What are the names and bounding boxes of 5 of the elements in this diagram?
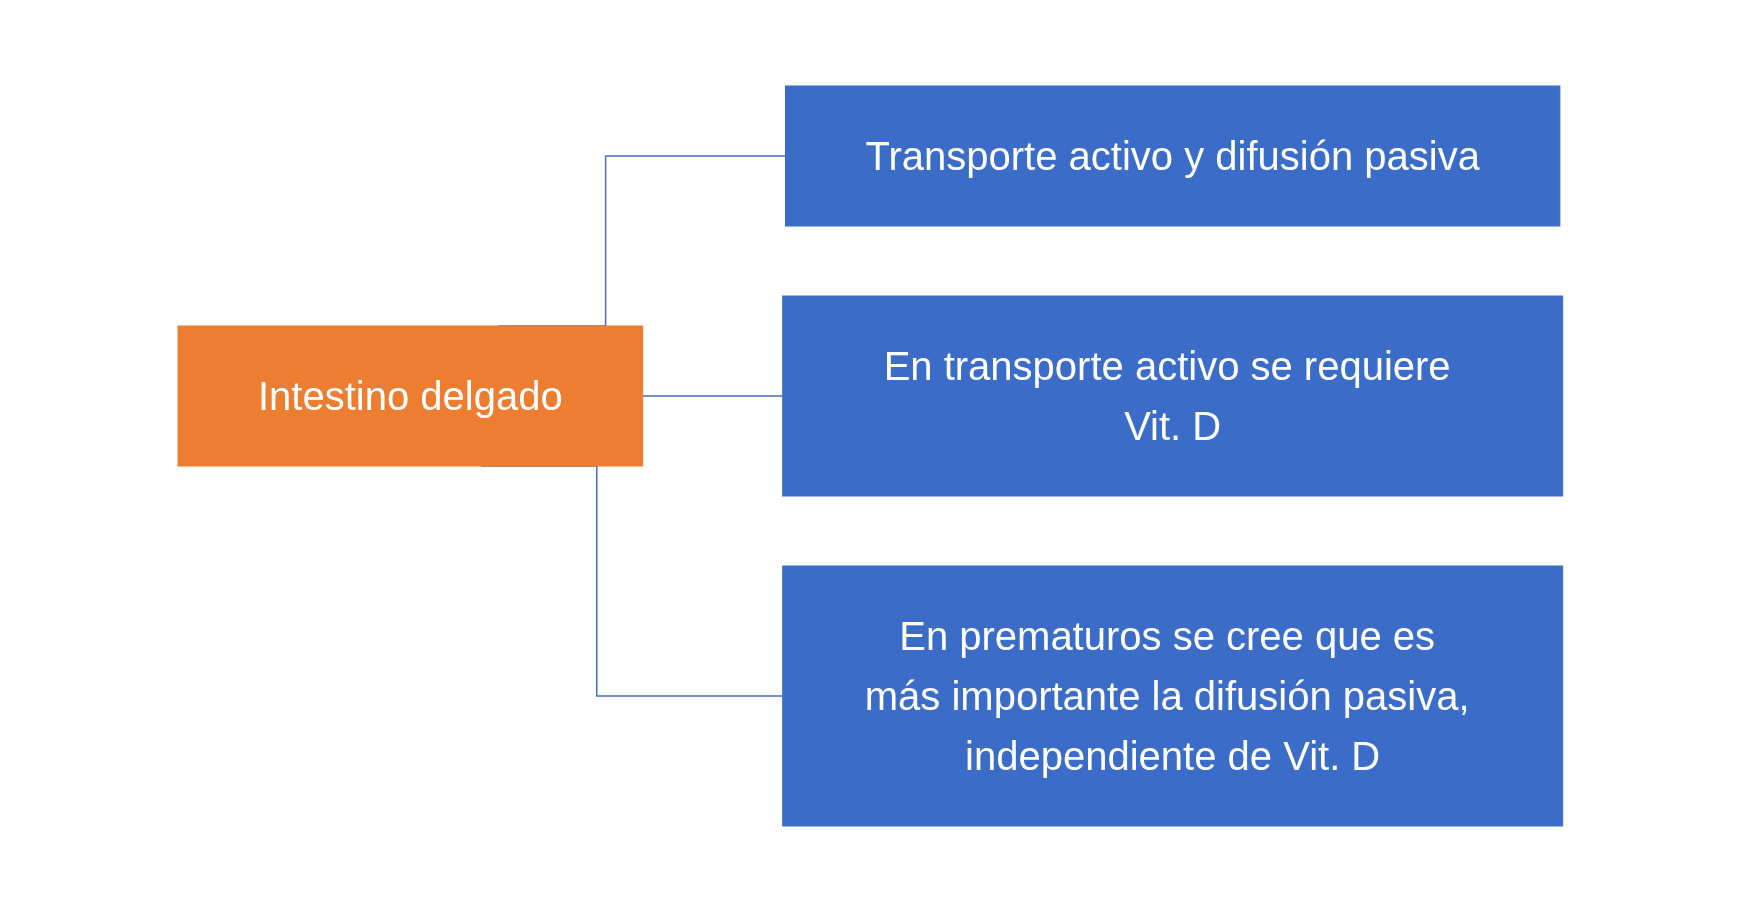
node-box: Transporte activo y difusión pasiva [784,85,1561,227]
connector [641,395,784,397]
node-box: En prematuros se cree que es más importante la difusión pasiva, independiente de Vit. D [781,565,1563,827]
node-box: En transporte activo se requiere Vit. D [781,295,1563,497]
node-box: Intestino delgado [177,325,643,467]
